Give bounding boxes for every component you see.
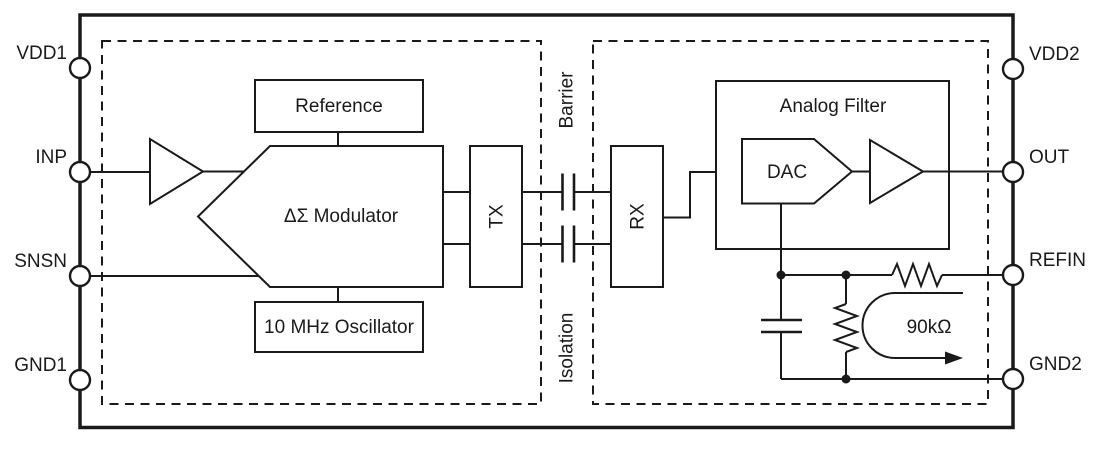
tx-block — [469, 145, 523, 288]
isolation-barrier: Barrier Isolation — [522, 71, 611, 384]
modulator-block — [196, 145, 444, 288]
input-amplifier-triangle — [149, 137, 205, 206]
tx-to-cap-wires — [522, 191, 562, 245]
reference-label: Reference — [295, 96, 383, 117]
pin-inp-label: INP — [35, 147, 67, 168]
dac-block — [741, 138, 854, 205]
pin-out — [1001, 160, 1025, 184]
junction-dot — [776, 270, 786, 280]
filter-capacitor — [761, 318, 802, 334]
output-side-dashed-boundary — [592, 40, 989, 405]
resistance-arrowhead-icon — [945, 351, 963, 365]
shunt-resistor — [832, 303, 860, 353]
modulator-to-tx-wires — [443, 191, 470, 245]
modulator-label: ΔΣ Modulator — [284, 206, 399, 227]
pin-gnd1-label: GND1 — [14, 355, 67, 376]
pin-vdd1-label: VDD1 — [16, 43, 67, 64]
analog-filter-label: Analog Filter — [780, 96, 887, 117]
dac-label: DAC — [767, 162, 807, 183]
series-resistor — [891, 261, 943, 289]
pin-gnd2 — [1001, 367, 1025, 391]
input-side-dashed-boundary — [101, 40, 542, 405]
rx-label: RX — [628, 203, 649, 230]
cap-to-rx-wires — [574, 191, 611, 245]
left-pins: VDD1 INP SNSN GND1 — [14, 43, 92, 392]
output-amplifier-triangle — [869, 138, 925, 205]
pin-gnd2-label: GND2 — [1029, 354, 1082, 375]
pin-vdd1 — [68, 56, 92, 80]
junction-dot — [841, 374, 851, 384]
pin-gnd1 — [68, 368, 92, 392]
pin-inp — [68, 160, 92, 184]
rx-block — [610, 145, 664, 288]
isolation-capacitor-bottom — [561, 225, 576, 263]
input-section: Reference ΔΣ Modulator 10 MHz Oscillator… — [90, 79, 523, 353]
pin-snsn — [68, 264, 92, 288]
pin-refin — [1001, 263, 1025, 287]
pin-vdd2 — [1001, 57, 1025, 81]
tx-label: TX — [487, 204, 508, 229]
isolation-label: Isolation — [557, 313, 578, 384]
pin-snsn-label: SNSN — [14, 251, 67, 272]
package-outline — [78, 13, 1015, 430]
resistance-value-label: 90kΩ — [907, 317, 952, 338]
oscillator-block — [254, 301, 424, 353]
isolation-capacitor-top — [561, 173, 576, 211]
pin-out-label: OUT — [1029, 147, 1070, 168]
pin-vdd2-label: VDD2 — [1029, 44, 1080, 65]
junction-dot — [841, 270, 851, 280]
right-pins: VDD2 OUT REFIN GND2 — [1001, 44, 1086, 391]
resistance-loop-arrow — [861, 292, 963, 359]
reference-network: 90kΩ — [761, 203, 1003, 384]
pin-refin-label: REFIN — [1029, 250, 1086, 271]
barrier-label: Barrier — [557, 71, 578, 129]
output-section: RX Analog Filter DAC — [610, 80, 1003, 384]
oscillator-label: 10 MHz Oscillator — [264, 317, 415, 338]
